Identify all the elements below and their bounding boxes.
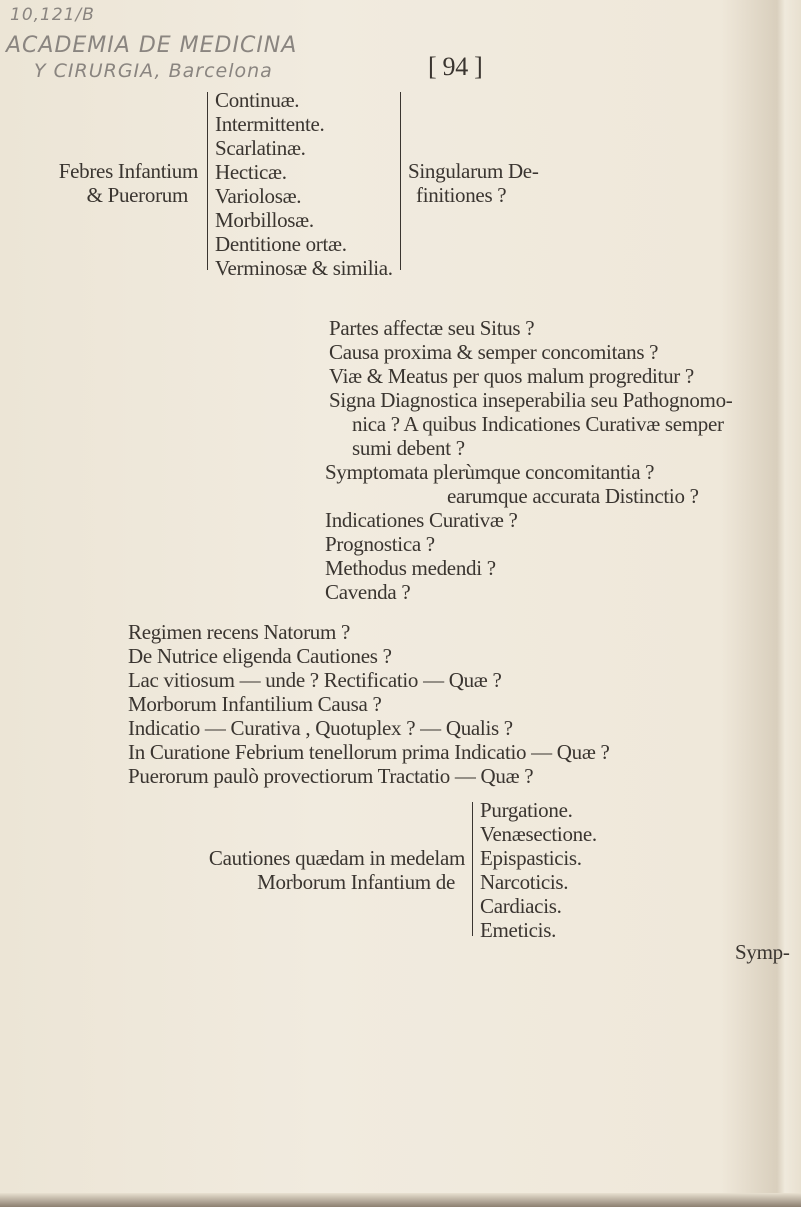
- question-line: Partes affectæ seu Situs ?: [329, 316, 535, 340]
- table1-left-2: & Puerorum: [86, 183, 189, 207]
- table2-item: Narcoticis.: [480, 870, 569, 894]
- table1-right-2: finitiones ?: [416, 183, 507, 207]
- handwritten-shelfmark: 10,121/B: [10, 5, 95, 25]
- page-number: [ 94 ]: [428, 52, 483, 81]
- regimen-line: Regimen recens Natorum ?: [128, 620, 350, 644]
- regimen-line: De Nutrice eligenda Cautiones ?: [128, 644, 392, 668]
- table2-left-1: Cautiones quædam in medelam: [208, 846, 465, 870]
- question-line: Indicationes Curativæ ?: [325, 508, 518, 532]
- question-line: Causa proxima & semper concomitans ?: [329, 340, 659, 364]
- brace-right: [400, 92, 401, 270]
- question-line: nica ? A quibus Indicationes Curativæ se…: [352, 412, 724, 436]
- regimen-line: Puerorum paulò provectiorum Tractatio — …: [128, 764, 534, 788]
- table2-item: Venæsectione.: [480, 822, 597, 846]
- question-line: Methodus medendi ?: [325, 556, 496, 580]
- brace-table2: [472, 802, 473, 936]
- table2-item: Cardiacis.: [480, 894, 562, 918]
- catchword: Symp-: [735, 940, 790, 964]
- table1-item: Hecticæ.: [215, 160, 287, 184]
- question-line: earumque accurata Distinctio ?: [447, 484, 699, 508]
- table1-item: Morbillosæ.: [215, 208, 314, 232]
- table1-left-1: Febres Infantium: [58, 159, 199, 183]
- question-line: Symptomata plerùmque concomitantia ?: [325, 460, 655, 484]
- table2-item: Epispasticis.: [480, 846, 582, 870]
- question-line: Prognostica ?: [325, 532, 435, 556]
- table2-item: Purgatione.: [480, 798, 573, 822]
- table1-item: Intermittente.: [215, 112, 325, 136]
- question-line: Signa Diagnostica inseperabilia seu Path…: [329, 388, 733, 412]
- table1-item: Dentitione ortæ.: [215, 232, 347, 256]
- handwritten-note-line1: ACADEMIA DE MEDICINA: [6, 33, 298, 58]
- table1-item: Verminosæ & similia.: [215, 256, 393, 280]
- question-line: sumi debent ?: [352, 436, 465, 460]
- table2-left-2: Morborum Infantium de: [257, 870, 455, 894]
- regimen-line: Indicatio — Curativa , Quotuplex ? — Qua…: [128, 716, 513, 740]
- table1-right-1: Singularum De-: [408, 159, 539, 183]
- table1-item: Variolosæ.: [215, 184, 302, 208]
- table2-item: Emeticis.: [480, 918, 557, 942]
- brace-left: [207, 92, 208, 270]
- regimen-line: In Curatione Febrium tenellorum prima In…: [128, 740, 610, 764]
- table1-item: Scarlatinæ.: [215, 136, 306, 160]
- page-edge: [0, 1193, 801, 1207]
- question-line: Viæ & Meatus per quos malum progreditur …: [329, 364, 694, 388]
- question-line: Cavenda ?: [325, 580, 411, 604]
- handwritten-note-line2: Y CIRURGIA, Barcelona: [34, 60, 273, 82]
- regimen-line: Morborum Infantilium Causa ?: [128, 692, 382, 716]
- regimen-line: Lac vitiosum — unde ? Rectificatio — Quæ…: [128, 668, 502, 692]
- table1-item: Continuæ.: [215, 88, 300, 112]
